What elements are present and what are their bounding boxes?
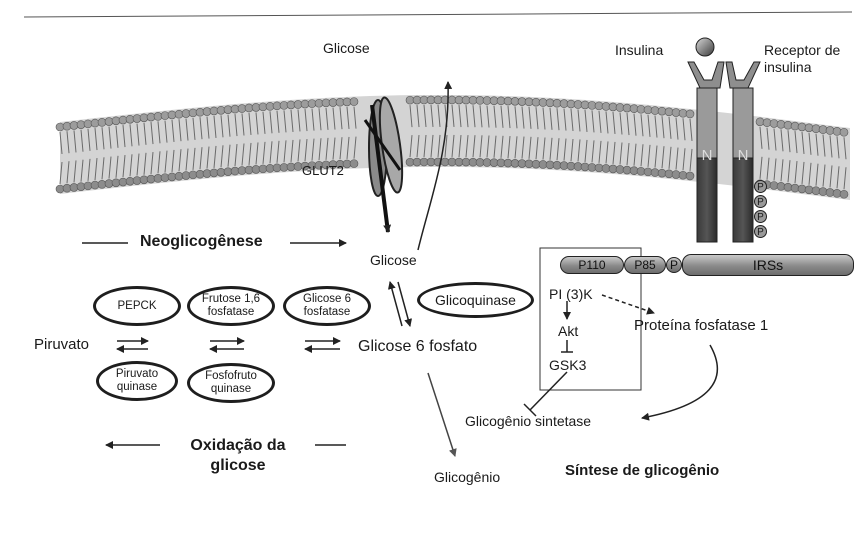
pepck-enzyme: PEPCK — [93, 286, 181, 326]
phosphate-1: P — [754, 180, 767, 193]
oxidacao-line2: glicose — [158, 456, 318, 476]
glicose-label: Glicose — [370, 252, 417, 268]
pp1-to-gs — [642, 345, 717, 418]
piruvato-quinase-label: Piruvato quinase — [111, 368, 163, 394]
frutose16-enzyme: Frutose 1,6 fosfatase — [187, 286, 275, 326]
piruvato-quinase-enzyme: Piruvato quinase — [96, 361, 178, 401]
pepck-label: PEPCK — [118, 300, 157, 313]
glicogenio-label: Glicogênio — [434, 469, 500, 485]
frutose16-label: Frutose 1,6 fosfatase — [200, 293, 262, 319]
svg-text:N: N — [738, 147, 749, 164]
glicose6p-label: Glicose 6 fosfato — [358, 338, 477, 356]
glicoquinase-label: Glicoquinase — [435, 294, 516, 307]
irss-protein: IRSs — [682, 254, 854, 276]
receptor-label: Receptor de insulina — [764, 42, 857, 76]
frame-line — [24, 12, 852, 17]
p110-subunit: P110 — [560, 256, 624, 274]
piruvato-label: Piruvato — [34, 336, 89, 353]
neoglicogenese-label: Neoglicogênese — [140, 233, 263, 251]
glucose-outside-label: Glicose — [323, 40, 370, 56]
oxidacao-line1: Oxidação da — [158, 436, 318, 456]
sintese-label: Síntese de glicogênio — [565, 462, 719, 479]
insulin-label: Insulina — [615, 42, 663, 58]
pi3k-to-pp1 — [602, 295, 654, 313]
phosphate-4: P — [754, 225, 767, 238]
fosfofruto-quinase-label: Fosfofruto quinase — [204, 370, 258, 396]
akt-label: Akt — [558, 323, 578, 339]
svg-text:N: N — [702, 147, 713, 164]
glut2-label: GLUT2 — [302, 163, 344, 178]
gsk3-inhibits-gs — [530, 372, 567, 410]
pi3k-label: PI (3)K — [549, 286, 593, 302]
insulin-ball — [696, 38, 714, 56]
glicose6fosfatase-label: Glicose 6 fosfatase — [298, 293, 356, 319]
phosphate-3: P — [754, 210, 767, 223]
glicoquinase-enzyme: Glicoquinase — [417, 282, 534, 318]
oxidacao-label: Oxidação da glicose — [158, 436, 318, 476]
phosphate-2: P — [754, 195, 767, 208]
cell-membrane — [56, 95, 850, 200]
p85-subunit: P85 — [624, 256, 666, 274]
glicose6fosfatase-enzyme: Glicose 6 fosfatase — [283, 286, 371, 326]
glicogenio-sintetase-label: Glicogênio sintetase — [465, 413, 591, 429]
g6p-to-glycogen — [428, 373, 455, 456]
equilibrium-arrows — [117, 341, 340, 349]
fosfofruto-quinase-enzyme: Fosfofruto quinase — [187, 363, 275, 403]
gsk3-label: GSK3 — [549, 357, 586, 373]
pp1-label: Proteína fosfatase 1 — [634, 317, 768, 334]
irs-phosphate: P — [666, 257, 682, 273]
